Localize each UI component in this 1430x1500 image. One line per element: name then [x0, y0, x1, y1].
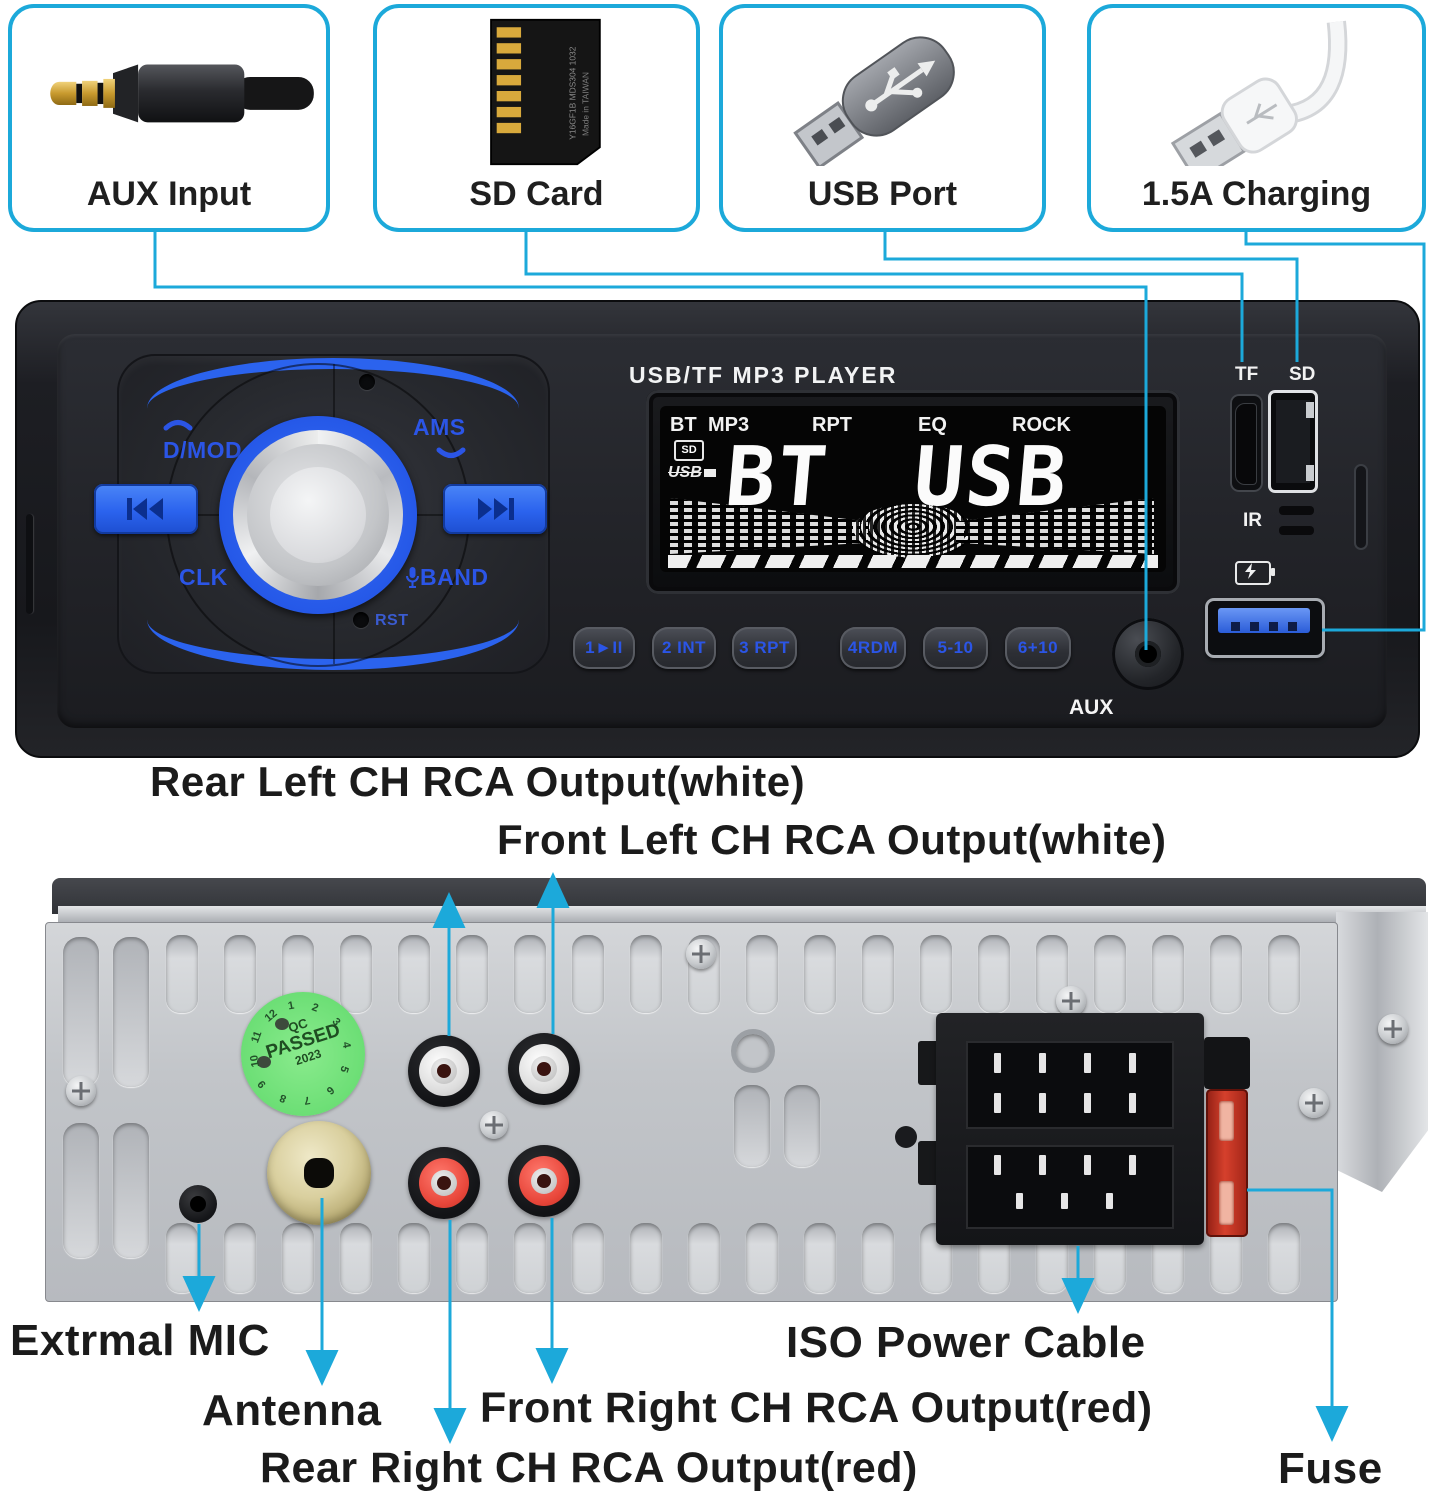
mic-icon: [406, 567, 419, 588]
aux-input-jack: [1112, 618, 1184, 690]
label-antenna: Antenna: [202, 1386, 382, 1435]
tf-card-slot: [1230, 394, 1263, 492]
iso-power-connector: [936, 1013, 1204, 1245]
lcd-screen: BT MP3 RPT EQ ROCK SD USB BT USB: [660, 406, 1166, 572]
aux-plug-image: [12, 16, 326, 166]
screw: [686, 939, 716, 969]
next-track-button: [443, 484, 547, 534]
preset-button-2: 2 INT: [652, 627, 716, 669]
usb-source-icon: USB: [668, 464, 716, 482]
fuse: [1206, 1089, 1248, 1237]
callout-aux-input: AUX Input: [8, 4, 330, 232]
rst-label: RST: [375, 612, 409, 629]
sticker-rim-number: 7: [303, 1093, 312, 1107]
rca-front-right-red: [508, 1145, 580, 1217]
clk-label: CLK: [179, 564, 228, 590]
callout-usb-port: USB Port: [719, 4, 1046, 232]
rear-fins-top: [166, 935, 1326, 1015]
charging-icon: [1235, 561, 1275, 585]
left-mounting-seam: [26, 514, 33, 614]
screw: [1299, 1088, 1329, 1118]
rca-rear-left-white: [408, 1035, 480, 1107]
label-front-left-rca: Front Left CH RCA Output(white): [497, 816, 1167, 863]
skip-forward-icon: [478, 498, 514, 520]
stereo-front-view: D/MOD AMS CLK BAND: [15, 300, 1420, 758]
tf-slot-label: TF: [1235, 364, 1259, 385]
phone-answer-icon: [163, 420, 193, 431]
dmod-label: D/MOD: [163, 410, 242, 464]
callout-sd-card: Y16GF1B MDS304 1032 Made in TAIWAN SD Ca…: [373, 4, 700, 232]
previous-track-button: [94, 484, 198, 534]
external-mic-jack: [179, 1185, 217, 1223]
volume-knob: [219, 416, 417, 614]
ams-label: AMS: [413, 414, 466, 468]
screw: [1378, 1014, 1408, 1044]
preset-button-4: 4RDM: [840, 627, 906, 669]
label-front-right-rca: Front Right CH RCA Output(red): [480, 1384, 1153, 1432]
usb-stick-image: [723, 16, 1042, 166]
sd-source-icon: SD: [674, 440, 704, 461]
charging-usb-port: [1205, 598, 1325, 658]
label-iso-power: ISO Power Cable: [786, 1318, 1146, 1367]
preset-button-6: 6+10: [1005, 627, 1071, 669]
sd-port-label: SD: [1289, 364, 1316, 385]
indicator-bt: BT: [670, 414, 697, 436]
ir-receiver-slot: [1279, 526, 1314, 535]
sticker-rim-number: 5: [337, 1064, 351, 1075]
screw: [480, 1111, 508, 1139]
mic-hole: [359, 374, 375, 390]
sticker-rim-number: 8: [277, 1091, 288, 1105]
sticker-rim-number: 10: [247, 1054, 262, 1069]
right-release-slot: [1354, 464, 1368, 550]
screw: [1056, 986, 1086, 1016]
callout-charging: 1.5A Charging: [1087, 4, 1426, 232]
label-external-mic: Extrmal MIC: [10, 1316, 270, 1365]
phone-end-icon: [436, 447, 466, 458]
usb-cable-image: [1091, 16, 1422, 166]
rear-right-bracket: [1336, 912, 1428, 1192]
skip-back-icon: [127, 498, 163, 520]
label-rear-right-rca: Rear Right CH RCA Output(red): [260, 1444, 918, 1492]
spectrum-graphic: [668, 498, 1158, 568]
antenna-jack: [267, 1121, 371, 1225]
sticker-rim-number: 6: [323, 1083, 337, 1097]
sd-card-image: Y16GF1B MDS304 1032 Made in TAIWAN: [377, 16, 696, 166]
usb-sd-port: [1268, 390, 1318, 493]
front-title: USB/TF MP3 PLAYER: [629, 362, 898, 388]
chassis-hole: [731, 1029, 775, 1073]
rca-rear-right-red: [408, 1147, 480, 1219]
chassis-hole-small: [895, 1126, 917, 1148]
screw: [66, 1076, 96, 1106]
callout-label: AUX Input: [86, 175, 252, 213]
rca-front-left-white: [508, 1033, 580, 1105]
svg-text:Made in TAIWAN: Made in TAIWAN: [580, 72, 590, 136]
sd-card-fineprint: Y16GF1B MDS304 1032: [567, 46, 577, 139]
rear-side-slots: [46, 923, 1337, 1301]
reset-hole: [353, 612, 369, 628]
label-fuse: Fuse: [1278, 1444, 1383, 1493]
control-pod: D/MOD AMS CLK BAND: [94, 354, 550, 674]
preset-button-5: 5-10: [923, 627, 988, 669]
ir-receiver-slot: [1279, 506, 1314, 515]
lightning-icon: [1245, 563, 1256, 579]
preset-button-1: 1►II: [573, 627, 635, 669]
label-rear-left-rca: Rear Left CH RCA Output(white): [150, 758, 806, 805]
callout-label: SD Card: [469, 175, 604, 213]
ir-receiver-label: IR: [1243, 510, 1262, 531]
lcd-display: BT MP3 RPT EQ ROCK SD USB BT USB: [646, 390, 1180, 594]
preset-button-3: 3 RPT: [732, 627, 797, 669]
sticker-rim-number: 1: [286, 999, 295, 1013]
band-label: BAND: [405, 564, 488, 591]
callout-label: USB Port: [807, 175, 958, 213]
fuse-holder: [1204, 1037, 1250, 1089]
aux-jack-label: AUX: [1069, 696, 1114, 719]
callout-label: 1.5A Charging: [1141, 175, 1372, 213]
